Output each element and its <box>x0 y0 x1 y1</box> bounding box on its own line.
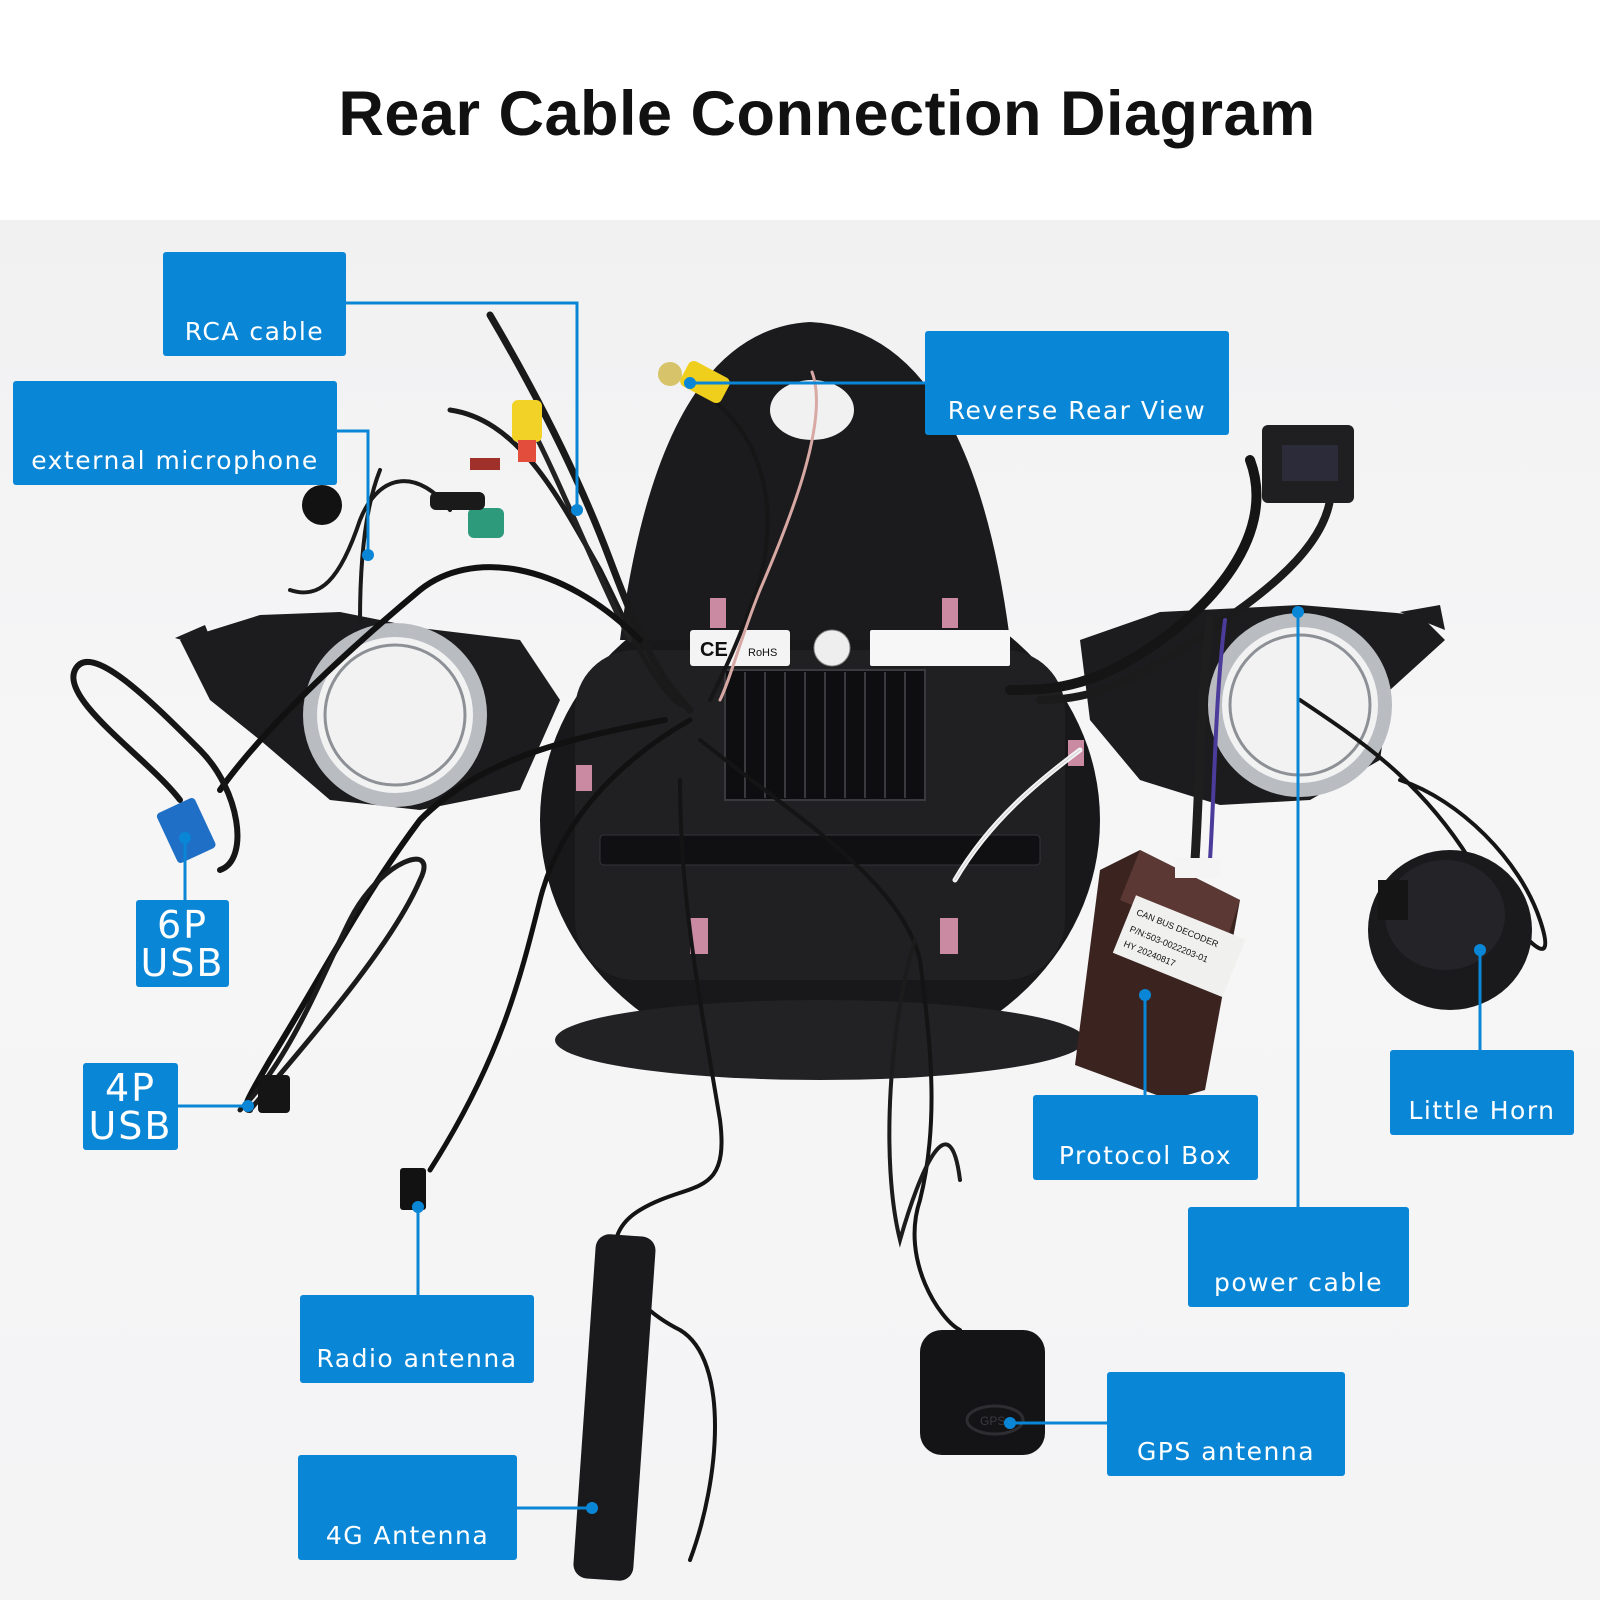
little-horn-speaker <box>1368 850 1532 1010</box>
label-gps-antenna: GPS antenna <box>1107 1372 1345 1476</box>
leader-lines <box>178 301 1482 1510</box>
radio-antenna-plug <box>400 1168 426 1210</box>
usb-4p-connector <box>258 1075 290 1113</box>
right-bracket <box>1080 605 1445 805</box>
qc-seal <box>813 629 851 667</box>
label-protocol-box: Protocol Box <box>1033 1095 1258 1180</box>
iso-connector <box>1262 425 1354 503</box>
leader-dots <box>179 377 1486 1514</box>
label-6p-usb: 6P USB <box>136 900 229 987</box>
rca-connectors <box>468 400 542 538</box>
can-bus-decoder: CAN BUS DECODER P/N:503-0022203-01 HY 20… <box>1075 850 1246 1100</box>
label-reverse-rear-view: Reverse Rear View <box>925 331 1229 435</box>
label-4p-usb: 4P USB <box>83 1063 178 1150</box>
heatsink <box>724 669 926 801</box>
leader-rca <box>345 301 579 510</box>
label-rca-cable: RCA cable <box>163 252 346 356</box>
spec-label <box>870 630 1010 666</box>
label-external-microphone: external microphone <box>13 381 337 485</box>
gps-mark: GPS <box>980 1414 1005 1428</box>
label-4g-antenna: 4G Antenna <box>298 1455 517 1560</box>
gps-antenna-puck: GPS <box>920 1330 1045 1455</box>
ce-mark: CE <box>700 639 728 661</box>
leader-mic <box>335 429 370 555</box>
usb-6p-connector <box>156 797 216 863</box>
label-radio-antenna: Radio antenna <box>300 1295 534 1383</box>
page-title: Rear Cable Connection Diagram <box>338 79 1316 149</box>
antenna-4g <box>573 1234 656 1581</box>
left-bracket <box>175 612 560 810</box>
label-little-horn: Little Horn <box>1390 1050 1574 1135</box>
rohs-mark: RoHS <box>748 647 777 659</box>
label-power-cable: power cable <box>1188 1207 1409 1307</box>
housing: CE RoHS <box>540 322 1100 1080</box>
cable-harness <box>70 311 1548 1562</box>
microphone <box>302 485 485 525</box>
